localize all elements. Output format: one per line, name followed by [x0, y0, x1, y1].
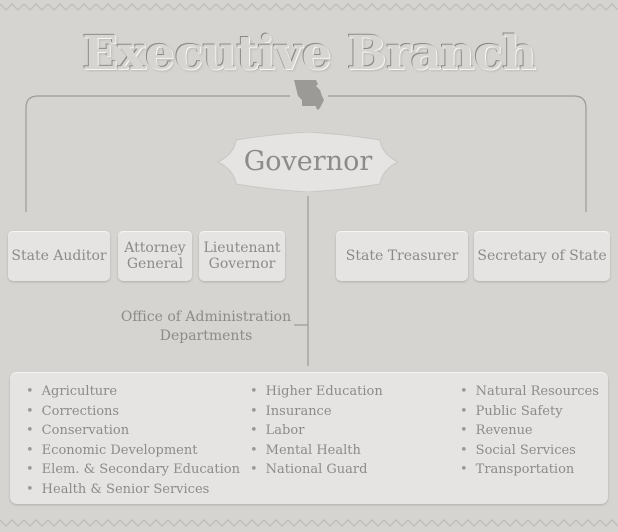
page-title: Executive Branch — [82, 26, 536, 81]
office-label: State Treasurer — [345, 248, 459, 264]
governor-label: Governor — [243, 146, 373, 177]
departments-column-2: Higher Education Insurance Labor Mental … — [250, 382, 383, 480]
office-label: Attorney General — [124, 240, 186, 272]
missouri-state-icon — [294, 80, 324, 110]
department-item: Elem. & Secondary Education — [26, 460, 240, 480]
department-item: Insurance — [250, 402, 383, 422]
department-item: Social Services — [460, 441, 599, 461]
department-item: Mental Health — [250, 441, 383, 461]
office-box-attorney-general: Attorney General — [118, 231, 192, 281]
office-box-state-treasurer: State Treasurer — [336, 231, 468, 281]
departments-column-1: Agriculture Corrections Conservation Eco… — [26, 382, 240, 499]
department-item: Transportation — [460, 460, 599, 480]
department-item: Corrections — [26, 402, 240, 422]
zigzag-bottom-border — [0, 519, 618, 527]
department-item: Economic Development — [26, 441, 240, 461]
bracket-right — [328, 95, 587, 212]
department-item: Labor — [250, 421, 383, 441]
department-item: Health & Senior Services — [26, 480, 240, 500]
office-label: Lieutenant Governor — [203, 240, 281, 272]
department-item: Conservation — [26, 421, 240, 441]
office-label: Secretary of State — [477, 248, 607, 264]
office-label: State Auditor — [11, 248, 107, 264]
office-box-secretary-of-state: Secretary of State — [474, 231, 610, 281]
department-item: Public Safety — [460, 402, 599, 422]
zigzag-top-border — [0, 3, 618, 11]
office-box-lieutenant-governor: Lieutenant Governor — [199, 231, 285, 281]
department-item: National Guard — [250, 460, 383, 480]
office-box-state-auditor: State Auditor — [8, 231, 110, 281]
departments-column-3: Natural Resources Public Safety Revenue … — [460, 382, 599, 480]
governor-banner — [216, 132, 400, 192]
departments-panel: Agriculture Corrections Conservation Eco… — [10, 372, 608, 504]
department-item: Agriculture — [26, 382, 240, 402]
administration-label: Office of Administration Departments — [120, 309, 292, 344]
department-item: Natural Resources — [460, 382, 599, 402]
department-item: Higher Education — [250, 382, 383, 402]
department-item: Revenue — [460, 421, 599, 441]
bracket-left — [25, 95, 290, 212]
